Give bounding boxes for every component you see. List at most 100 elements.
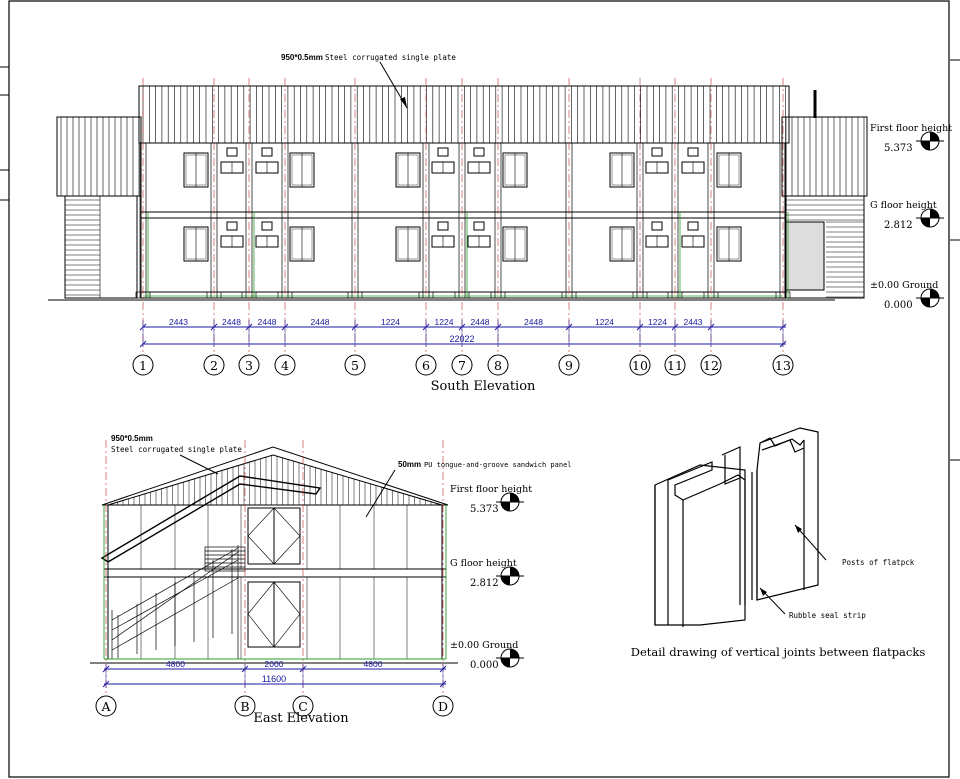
level-symbol-fill [501, 576, 510, 585]
window-frame [397, 228, 419, 260]
window-frame [504, 154, 526, 186]
level-symbol-fill [510, 493, 519, 502]
window-frame [504, 228, 526, 260]
level-label: G floor height [450, 558, 517, 569]
dimension-text: 2443 [169, 317, 188, 327]
axis-label: B [240, 699, 249, 714]
dimension-text: 2448 [311, 317, 330, 327]
right-door [785, 221, 825, 291]
vent [651, 221, 663, 231]
level-label: ±0.00 Ground [450, 640, 518, 651]
axis-label: 10 [632, 358, 648, 373]
vent [687, 221, 699, 231]
right-tower-roof [781, 116, 868, 197]
axis-label: D [438, 699, 448, 714]
level-label: G floor height [870, 200, 937, 211]
vent [226, 221, 238, 231]
axis-bubble [344, 354, 366, 376]
level-symbol-fill [921, 298, 930, 307]
level-label: ±0.00 Ground [870, 280, 938, 291]
vent [226, 147, 238, 157]
axis-bubble [558, 354, 580, 376]
roof-note-bold: 950*0.5mm [111, 434, 153, 443]
dimension-text: 2448 [222, 317, 241, 327]
axis-bubble [432, 695, 454, 717]
dim-tick [439, 680, 447, 688]
level-symbol-fill [921, 141, 930, 150]
east-elevation-title: East Elevation [253, 711, 349, 726]
vent [473, 221, 485, 231]
leader-line [179, 454, 219, 475]
level-symbol-fill [501, 502, 510, 511]
level-label: First floor height [450, 484, 532, 495]
window-frame [611, 228, 633, 260]
dimension-text: 2448 [258, 317, 277, 327]
dimension-text: 2448 [524, 317, 543, 327]
roof-note: Steel corrugated single plate [111, 445, 242, 454]
axis-label: 3 [245, 358, 253, 373]
axis-label: 2 [210, 358, 218, 373]
dimension-text: 1224 [648, 317, 667, 327]
axis-bubble [487, 354, 509, 376]
level-symbol-fill [921, 218, 930, 227]
posts-note: Posts of flatpck [842, 558, 915, 567]
axis-label: 12 [703, 358, 719, 373]
vent [437, 221, 449, 231]
panel-note-bold: 50mm [398, 460, 421, 469]
window-frame [611, 154, 633, 186]
leader-arrow [400, 97, 407, 108]
vent [473, 147, 485, 157]
left-stair-enclosure [64, 195, 138, 299]
axis-label: 13 [775, 358, 791, 373]
axis-label: 8 [494, 358, 502, 373]
dimension-text: 2448 [471, 317, 490, 327]
door-diamond [247, 581, 301, 648]
axis-label: 4 [281, 358, 289, 373]
leader-line [365, 469, 396, 518]
level-symbol-fill [510, 649, 519, 658]
vent [437, 147, 449, 157]
axis-bubble [629, 354, 651, 376]
dim-tick [779, 340, 787, 348]
panel-note: PU tongue-and-groove sandwich panel [424, 461, 572, 469]
sheet-border [8, 0, 950, 778]
axis-label: C [298, 699, 308, 714]
window-frame [397, 154, 419, 186]
vent [687, 147, 699, 157]
axis-label: A [100, 699, 111, 714]
profile [761, 439, 805, 453]
axis-bubble [664, 354, 686, 376]
window-frame [291, 154, 313, 186]
level-symbol-fill [930, 289, 939, 298]
profile [719, 474, 746, 485]
dim-tick [102, 680, 110, 688]
level-value: 2.812 [884, 220, 913, 231]
level-symbol-fill [501, 658, 510, 667]
dimension-text: 1224 [595, 317, 614, 327]
gable-roof-inner [107, 454, 443, 506]
profile [667, 461, 721, 501]
axis-label: 9 [565, 358, 573, 373]
axis-bubble [772, 354, 794, 376]
seal-note: Rubble seal strip [789, 611, 866, 620]
dim-tick [139, 340, 147, 348]
south-elevation-title: South Elevation [431, 379, 536, 394]
dimension-text: 1224 [435, 317, 454, 327]
vertical-joint-detail [654, 427, 819, 627]
axis-label: 7 [458, 358, 466, 373]
leader-arrow [760, 588, 767, 596]
left-tower-roof [56, 116, 142, 197]
stair-canopy [100, 475, 322, 563]
axis-label: 6 [422, 358, 430, 373]
axis-label: 1 [139, 358, 147, 373]
vent [651, 147, 663, 157]
window-frame [718, 154, 740, 186]
level-value: 5.373 [884, 143, 913, 154]
level-value: 0.000 [470, 660, 499, 671]
axis-bubble [132, 354, 154, 376]
axis-bubble [238, 354, 260, 376]
axis-bubble [700, 354, 722, 376]
axis-bubble [415, 354, 437, 376]
right-panel [756, 427, 819, 601]
